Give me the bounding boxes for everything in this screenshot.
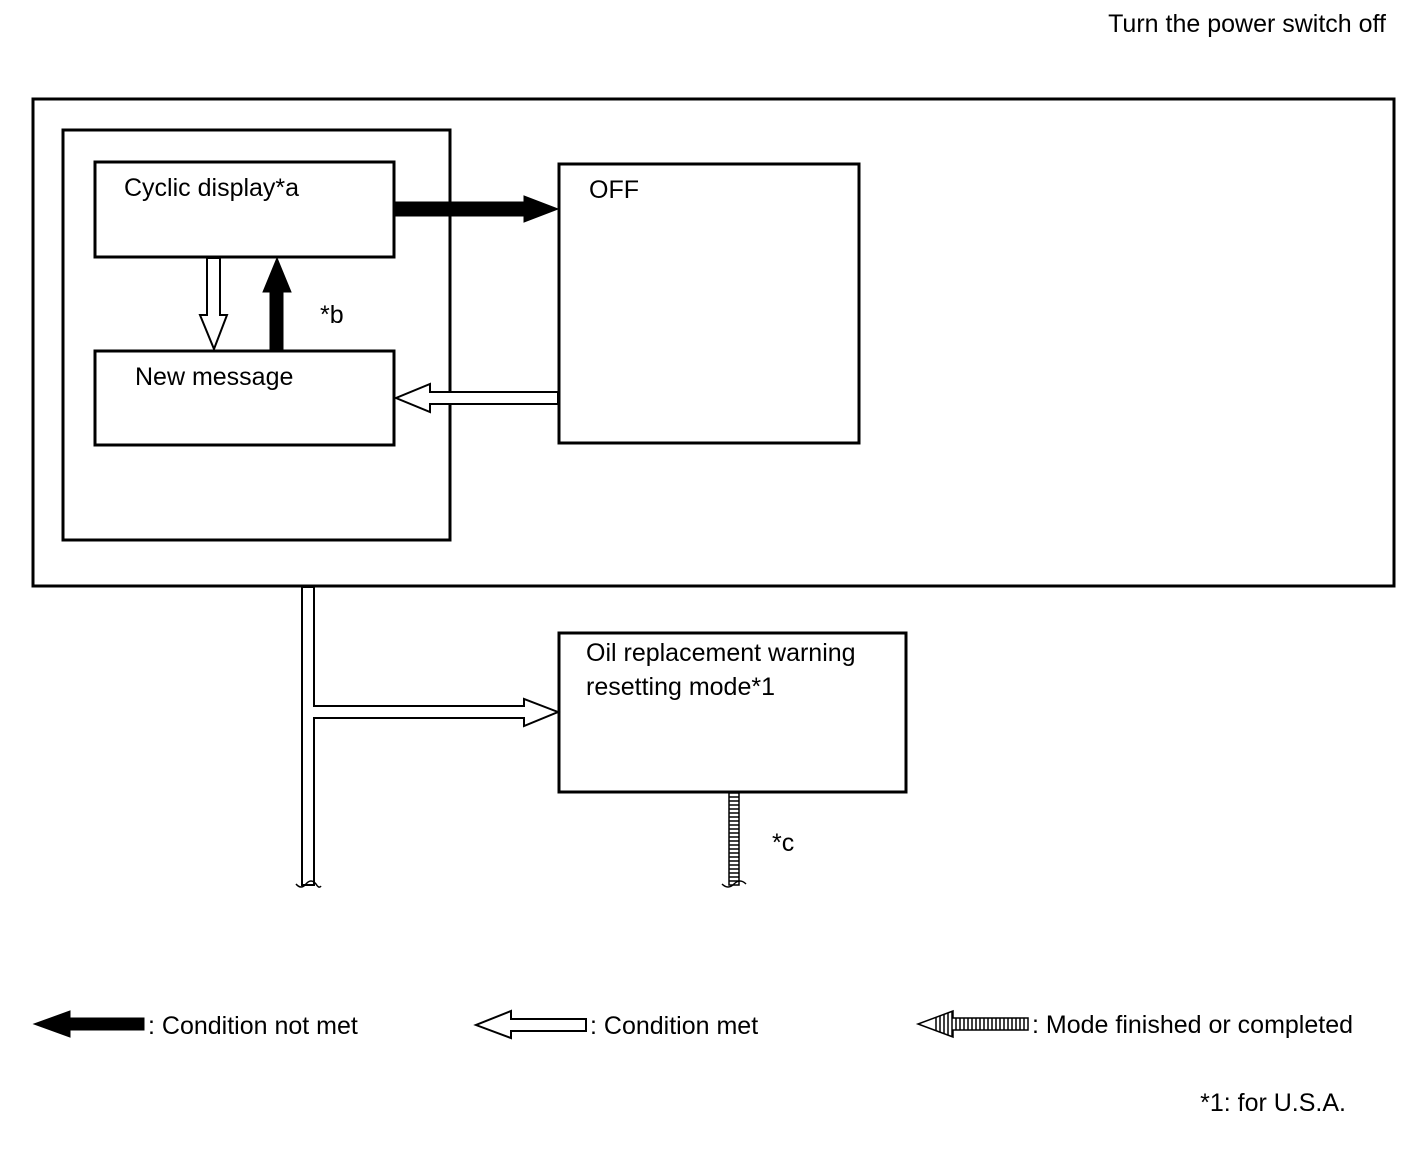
off-to-new-message-arrow (393, 382, 559, 414)
cyclic-display-box (93, 160, 396, 259)
branch-continuation-break (295, 880, 322, 888)
cyclic-display-label: Cyclic display*a (124, 174, 299, 202)
legend-condition-not-met-icon (32, 1010, 145, 1038)
new-message-label: New message (135, 363, 293, 391)
oil-reset-mode-label-line1: Oil replacement warning (586, 639, 856, 667)
footnote: *1: for U.S.A. (1200, 1089, 1346, 1117)
off-label: OFF (589, 176, 639, 204)
legend-condition-met-icon (473, 1009, 587, 1040)
legend-mode-finished-label: : Mode finished or completed (1032, 1011, 1353, 1039)
annotation-c: *c (772, 829, 794, 857)
legend-condition-not-met-label: : Condition not met (148, 1012, 358, 1040)
cyclic-to-new-message-arrow (198, 257, 229, 352)
region-to-oil-reset-arrow (301, 586, 561, 886)
annotation-b: *b (320, 301, 344, 329)
oil-reset-mode-label-line2: resetting mode*1 (586, 673, 775, 701)
legend-mode-finished-icon (915, 1009, 1029, 1039)
power-off-instruction: Turn the power switch off (1108, 10, 1386, 38)
off-box (557, 162, 861, 445)
legend-condition-met-label: : Condition met (590, 1012, 758, 1040)
cyclic-to-off-arrow (393, 195, 560, 223)
new-message-to-cyclic-arrow (262, 256, 292, 351)
oil-reset-mode-box (557, 631, 908, 794)
oil-reset-finished-line (721, 792, 747, 888)
